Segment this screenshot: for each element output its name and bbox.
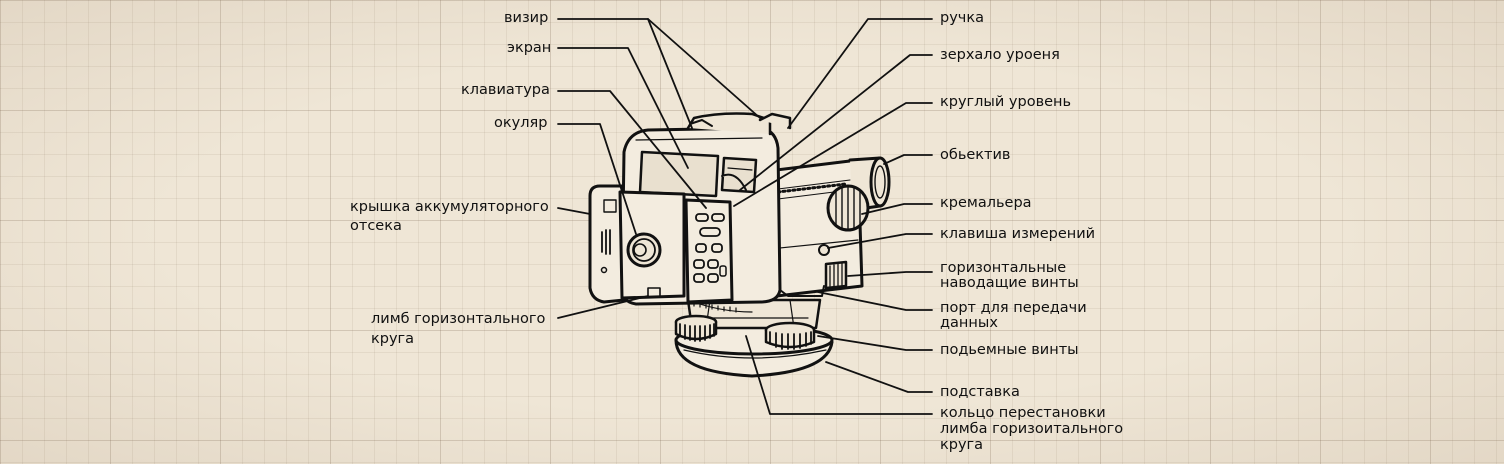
tribrach	[686, 298, 822, 330]
label-kremalera: кремальера	[940, 195, 1032, 211]
label-port-line2: данных	[940, 315, 998, 331]
display-screen	[638, 150, 758, 198]
label-kryshka-line2: отсека	[350, 218, 402, 234]
battery-cover	[588, 184, 626, 304]
label-koltso-line2: лимба горизоитального	[940, 421, 1124, 437]
label-port-line1: порт для передачи	[940, 300, 1087, 316]
label-podemnye: подьемные винты	[940, 342, 1079, 358]
label-gor-line2: наводащие винты	[940, 275, 1079, 291]
focusing-knob	[826, 184, 870, 232]
label-limb-line2: круга	[371, 331, 415, 347]
leveling-screw-left	[674, 314, 718, 342]
label-klaviatura: клавиатура	[461, 82, 550, 98]
label-limb-line1: лимб горизонтального	[371, 311, 546, 327]
label-kruglyi: круглый уровень	[940, 94, 1072, 110]
data-port	[779, 285, 825, 297]
label-gor-line1: горизонтальные	[940, 260, 1067, 276]
label-ruchka: ручка	[940, 10, 984, 26]
handle	[686, 112, 792, 136]
leveling-screw-right	[764, 321, 816, 350]
label-okulyar: окуляр	[494, 115, 548, 131]
measure-key	[818, 244, 830, 256]
label-obektiv: обьектив	[940, 147, 1011, 163]
eyepiece	[626, 232, 662, 268]
label-zerkalo: зерхало уроеня	[940, 47, 1060, 63]
label-koltso-line3: круга	[940, 437, 984, 453]
label-klavisha: клавиша измерений	[940, 226, 1096, 242]
horizontal-tangent-screw	[824, 260, 848, 290]
keypad	[684, 198, 734, 304]
label-koltso-line1: кольцо перестановки	[940, 405, 1106, 421]
label-vizir: визир	[504, 10, 549, 26]
leader-lines	[557, 18, 933, 415]
label-podstavka: подставка	[940, 384, 1020, 400]
label-ekran: экран	[507, 40, 552, 56]
label-kryshka-line1: крышка аккумуляторного	[350, 199, 549, 215]
